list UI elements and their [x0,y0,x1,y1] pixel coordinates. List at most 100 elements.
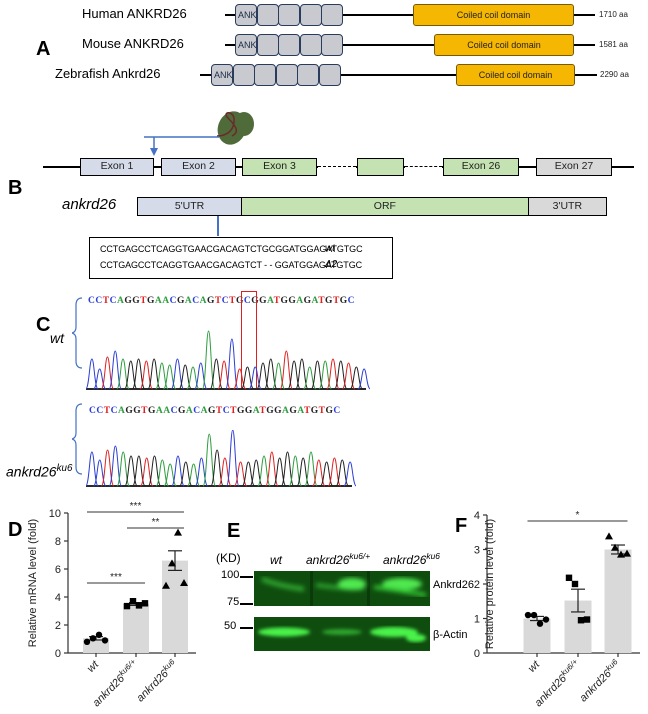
significance-label: * [576,510,580,521]
marker-75: 75 [227,596,240,608]
trace-peak [240,366,255,390]
data-point [524,611,532,619]
trace-peak [171,455,185,487]
base-call: C [347,296,356,306]
ank-repeat [299,34,322,56]
base-call: C [96,406,104,416]
y-tick-label: 4 [474,510,480,522]
sequence-alignment-box: CCTGAGCCTCAGGTGAACGACAGTCTGCGGATGGAGATGT… [89,237,393,279]
exon-box: Exon 27 [536,158,612,176]
base-call: G [124,296,133,306]
base-call: T [273,296,281,306]
wt-base-calls: CCTCAGGTGAACGACAGTCTGCGGATGGAGATGTGC [88,296,355,306]
trace-peak [225,338,239,390]
coiled-coil-domain: Coiled coil domain [434,34,574,56]
base-call: A [282,406,290,416]
lane-3-sup: ku6 [426,551,440,561]
mutant-base-calls: CCTCAGGTGAACGACAGTCTGGATGGAGATGTGC [89,406,341,416]
significance-label: *** [110,572,122,583]
trace-peak [225,430,240,487]
trace-peak [241,461,256,487]
base-call: A [297,406,304,416]
ank-repeat [297,64,319,86]
mutant-label-sup: ku6 [56,463,73,474]
base-call: T [140,296,147,306]
panel-label-f: F [455,515,468,537]
x-category-label: wt [526,658,543,675]
marker-75-tick [240,603,253,605]
base-call: G [251,296,260,306]
trace-peak [249,459,263,487]
mutant-label-main: ankrd26 [6,463,57,480]
trace-peak [318,360,332,390]
trace-peak [288,455,303,487]
kd-unit-label: (KD) [216,551,241,565]
data-point [605,532,613,540]
base-call: A [184,296,193,306]
trace-peak [147,455,162,487]
mutant-trace-label: ankrd26ku6 [6,463,72,480]
ank-repeat [256,34,279,56]
trace-peak [295,358,309,390]
base-call: T [318,296,326,306]
data-point [129,598,137,605]
trace-peak [280,451,295,487]
trace-peak [132,455,146,487]
data-point [162,581,170,589]
base-call: C [169,296,177,306]
trace-peak [217,360,231,390]
base-call: A [296,296,304,306]
ank-repeat [318,64,341,86]
coiled-coil-domain: Coiled coil domain [413,4,574,26]
significance-label: *** [130,501,142,512]
mutant-sequence: CCTGAGCCTCAGGTGAACGACAGTCT - - GGATGGAGA… [100,260,363,270]
x-category-label: wt [85,658,102,675]
y-tick-label: 1 [474,614,480,626]
protein-name: Zebrafish Ankrd26 [55,66,161,81]
base-call: A [185,406,194,416]
trace-peak [124,455,138,487]
transcript-segment: 3'UTR [528,198,606,215]
trace-peak [108,350,122,390]
base-call: G [208,406,216,416]
y-tick-label: 3 [474,545,480,557]
base-call: T [214,296,222,306]
ank-repeat [278,34,300,56]
significance-label: ** [152,517,160,528]
y-tick-label: 2 [55,620,61,632]
base-call: A [200,406,208,416]
base-call: A [155,406,164,416]
panel-label-c: C [36,314,51,336]
trace-peak [147,358,161,390]
trace-peak [194,457,209,487]
trace-peak [202,433,217,487]
trace-peak [86,451,99,487]
base-call: G [280,296,289,306]
trace-peak [124,360,138,390]
exon-box: Exon 26 [443,158,519,176]
marker-50: 50 [224,620,237,632]
ank-repeat [321,34,343,56]
y-tick-label: 6 [55,564,61,576]
trace-peak [93,368,107,390]
base-call: T [303,406,311,416]
y-tick-label: 2 [474,579,480,591]
lane-1-main: wt [270,553,282,567]
data-point [83,638,91,645]
base-call: C [221,296,230,306]
base-call: G [133,406,142,416]
protein-length: 1581 aa [599,40,628,49]
transcript-segment: ORF [242,198,529,215]
base-call: C [88,296,96,306]
base-call: C [109,296,117,306]
base-call: T [230,406,237,416]
base-call: T [102,296,110,306]
base-call: A [116,296,125,306]
panel-label-d: D [8,519,23,541]
protein-length: 2290 aa [600,70,629,79]
base-call: G [325,296,333,306]
base-call: C [110,406,118,416]
data-point [168,559,176,567]
lane-label-3: ankrd26ku6 [383,551,440,567]
